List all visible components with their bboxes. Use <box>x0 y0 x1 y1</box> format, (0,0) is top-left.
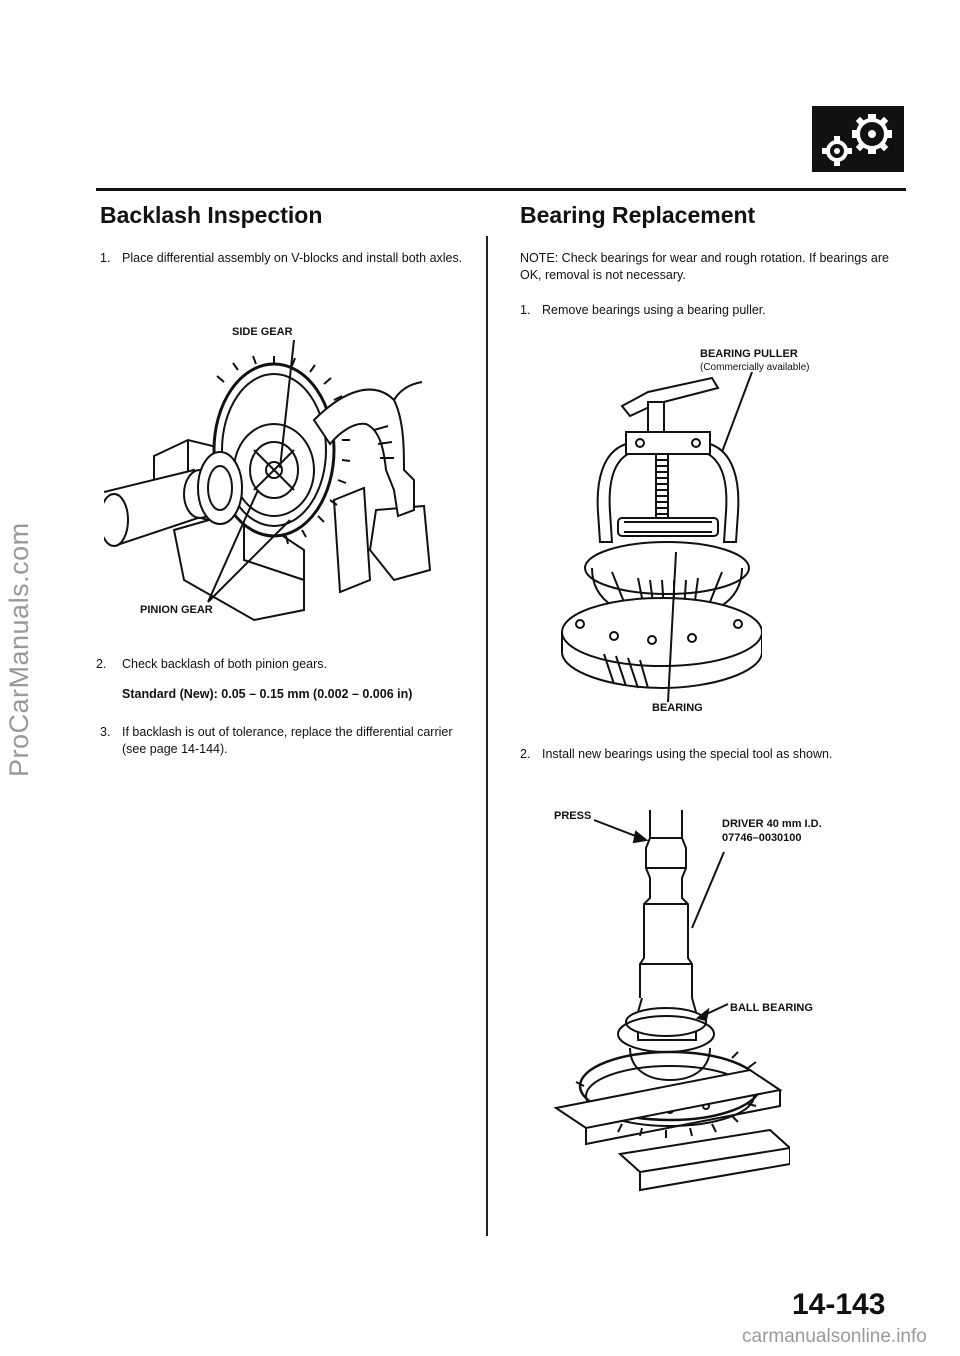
bearing-note: NOTE: Check bearings for wear and rough … <box>520 251 889 282</box>
step-text: Place differential assembly on V-blocks … <box>122 251 463 265</box>
bearing-replacement-title: Bearing Replacement <box>520 202 756 228</box>
header-rule <box>96 188 906 191</box>
step-text: If backlash is out of tolerance, replace… <box>122 725 453 756</box>
driver-part-number: 07746–0030100 <box>722 832 802 844</box>
differential-vblocks-illustration <box>99 339 456 622</box>
step-text: Remove bearings using a bearing puller. <box>542 303 766 317</box>
bearing-puller-sublabel: (Commercially available) <box>700 362 810 373</box>
backlash-standard-spec: Standard (New): 0.05 – 0.15 mm (0.002 – … <box>122 687 413 701</box>
page-number: 14-143 <box>792 1288 886 1321</box>
press-label: PRESS <box>554 810 592 822</box>
step-number: 1. <box>100 251 111 265</box>
step-number: 1. <box>520 303 531 317</box>
side-watermark: ProCarManuals.com <box>4 522 34 778</box>
step-number: 2. <box>520 747 531 761</box>
footer-watermark: carmanualsonline.info <box>742 1326 927 1347</box>
step-number: 2. <box>96 657 107 671</box>
column-divider <box>486 236 488 1236</box>
bearing-puller-illustration <box>552 371 763 703</box>
step-text: Check backlash of both pinion gears. <box>122 657 327 671</box>
side-gear-label: SIDE GEAR <box>232 326 293 338</box>
driver-label: DRIVER 40 mm I.D. <box>722 818 822 830</box>
backlash-inspection-title: Backlash Inspection <box>100 202 323 228</box>
pinion-gear-label: PINION GEAR <box>140 604 213 616</box>
bearing-label: BEARING <box>652 702 703 714</box>
ball-bearing-label: BALL BEARING <box>730 1002 813 1014</box>
bearing-driver-illustration <box>550 808 793 1200</box>
step-number: 3. <box>100 725 111 739</box>
bearing-puller-label: BEARING PULLER <box>700 348 798 360</box>
gear-section-icon <box>812 106 904 172</box>
step-text: Install new bearings using the special t… <box>542 747 833 761</box>
